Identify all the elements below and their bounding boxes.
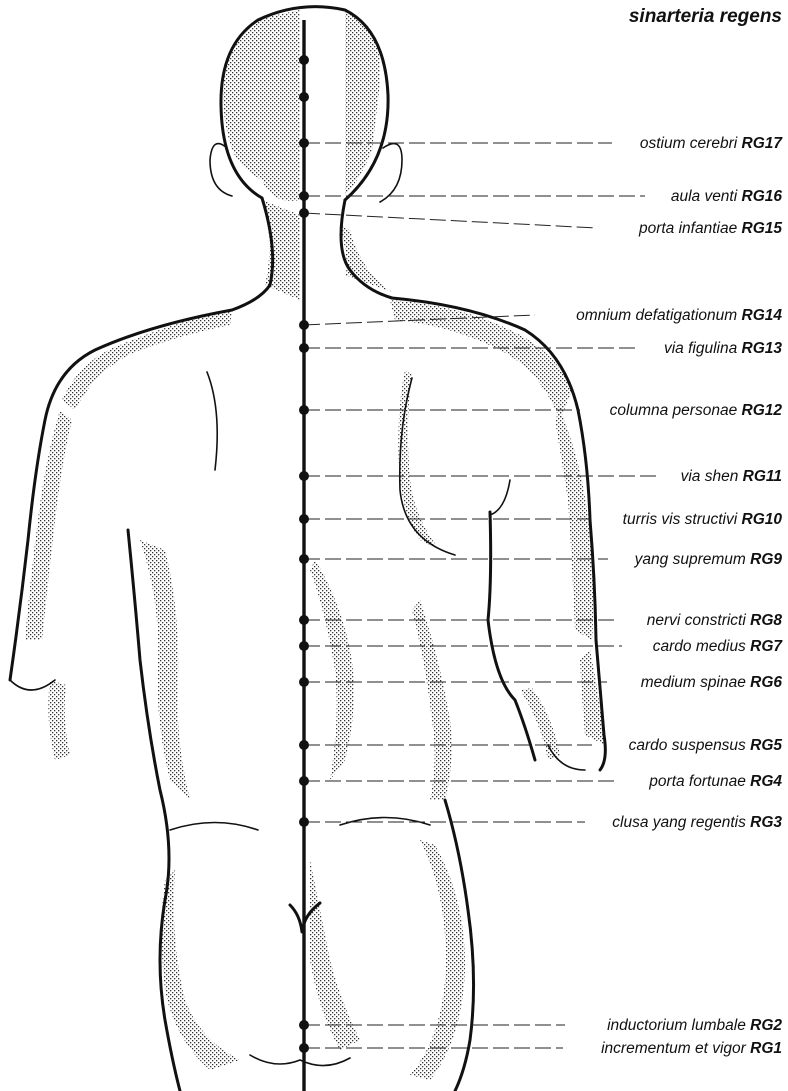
acupoint-label: ostium cerebri RG17: [640, 135, 784, 152]
body-outline: [10, 7, 605, 1091]
acupoint-rg15: porta infantiae RG15: [299, 208, 782, 237]
acupoint-rg9: yang supremum RG9: [299, 551, 782, 568]
acupoint-dot: [299, 208, 309, 218]
acupoint-name: porta infantiae: [638, 220, 742, 237]
acupoint-dot: [299, 776, 309, 786]
acupoint-name: medium spinae: [641, 674, 750, 691]
acupoint-dot: [299, 1043, 309, 1053]
acupoint-code: RG10: [742, 511, 783, 528]
acupoint-dot: [299, 514, 309, 524]
acupoint-rg14: omnium defatigationum RG14: [299, 307, 782, 330]
acupoint-name: yang supremum: [634, 551, 750, 568]
acupoint-code: RG2: [750, 1017, 782, 1034]
acupoint-dot: [299, 817, 309, 827]
acupoint-dot: [299, 677, 309, 687]
acupoint-code: RG4: [750, 773, 782, 790]
acupoint-label: incrementum et vigor RG1: [601, 1040, 782, 1057]
acupoint-code: RG8: [750, 612, 782, 629]
acupoint-name: columna personae: [610, 402, 742, 419]
acupoint-label: porta infantiae RG15: [638, 220, 782, 237]
body-shading: [25, 10, 605, 1080]
acupoint-label: yang supremum RG9: [634, 551, 783, 568]
acupoint-code: RG11: [743, 468, 782, 485]
acupoint-code: RG15: [742, 220, 783, 237]
acupoint-code: RG16: [742, 188, 783, 205]
acupoint-label: cardo medius RG7: [653, 638, 784, 655]
acupoint-dot: [299, 471, 309, 481]
acupoint-dot: [299, 554, 309, 564]
acupoint-label: aula venti RG16: [671, 188, 783, 205]
acupoint-rg8: nervi constricti RG8: [299, 612, 782, 629]
acupoint-name: clusa yang regentis: [612, 814, 750, 831]
acupoint-label: nervi constricti RG8: [647, 612, 783, 629]
leader-line: [304, 213, 597, 228]
acupoint-dot: [299, 343, 309, 353]
acupoint-dot: [299, 55, 309, 65]
acupoint-label: clusa yang regentis RG3: [612, 814, 782, 831]
acupoint-dot: [299, 615, 309, 625]
diagram-title: sinarteria regens: [629, 6, 782, 27]
acupoint-name: via shen: [681, 468, 743, 485]
acupoint-label: medium spinae RG6: [641, 674, 783, 691]
acupoint-code: RG12: [742, 402, 783, 419]
acupoint-rg7: cardo medius RG7: [299, 638, 783, 655]
acupoint-code: RG6: [750, 674, 782, 691]
acupoint-label: via figulina RG13: [664, 340, 782, 357]
acupoint-name: omnium defatigationum: [576, 307, 741, 324]
acupoint-rg2: inductorium lumbale RG2: [299, 1017, 782, 1034]
acupoint-code: RG1: [750, 1040, 782, 1057]
acupoint-dot: [299, 641, 309, 651]
acupoint-dot: [299, 1020, 309, 1030]
acupoint-code: RG17: [742, 135, 784, 152]
acupoint-rg12: columna personae RG12: [299, 402, 782, 419]
acupoint-label: inductorium lumbale RG2: [607, 1017, 782, 1034]
acupoint-name: ostium cerebri: [640, 135, 742, 152]
acupoint-label: columna personae RG12: [610, 402, 783, 419]
acupoint-label: turris vis structivi RG10: [623, 511, 783, 528]
acupoint-dot: [299, 405, 309, 415]
acupoint-code: RG5: [750, 737, 782, 754]
acupoint-dot: [299, 191, 309, 201]
acupoint-name: cardo medius: [653, 638, 750, 655]
acupoint-rg10: turris vis structivi RG10: [299, 511, 782, 528]
acupoint-label: cardo suspensus RG5: [629, 737, 783, 754]
acupoint-dot: [299, 320, 309, 330]
acupoint-dot: [299, 740, 309, 750]
acupoint-label: omnium defatigationum RG14: [576, 307, 782, 324]
acupoint-rg16: aula venti RG16: [299, 188, 782, 205]
acupoint-name: aula venti: [671, 188, 742, 205]
acupoint-rg1: incrementum et vigor RG1: [299, 1040, 782, 1057]
acupoint-name: turris vis structivi: [623, 511, 742, 528]
acupoint-label: via shen RG11: [681, 468, 782, 485]
acupoint-code: RG3: [750, 814, 782, 831]
acupoint-dot: [299, 138, 309, 148]
acupoint-name: nervi constricti: [647, 612, 750, 629]
acupoint-name: via figulina: [664, 340, 742, 357]
acupoint-rg11: via shen RG11: [299, 468, 782, 485]
acupoint-rg4: porta fortunae RG4: [299, 773, 782, 790]
acupoint-code: RG13: [742, 340, 783, 357]
acupoint-name: porta fortunae: [648, 773, 750, 790]
acupoint-rg6: medium spinae RG6: [299, 674, 782, 691]
acupoint-label: porta fortunae RG4: [648, 773, 782, 790]
acupoint-code: RG7: [750, 638, 783, 655]
acupoint-name: inductorium lumbale: [607, 1017, 750, 1034]
acupoint-code: RG9: [750, 551, 782, 568]
acupoint-dot: [299, 92, 309, 102]
acupoint-code: RG14: [742, 307, 783, 324]
acupoint-name: incrementum et vigor: [601, 1040, 750, 1057]
acupoint-rg3: clusa yang regentis RG3: [299, 814, 782, 831]
acupoint-name: cardo suspensus: [629, 737, 751, 754]
acupoint-rg5: cardo suspensus RG5: [299, 737, 782, 754]
